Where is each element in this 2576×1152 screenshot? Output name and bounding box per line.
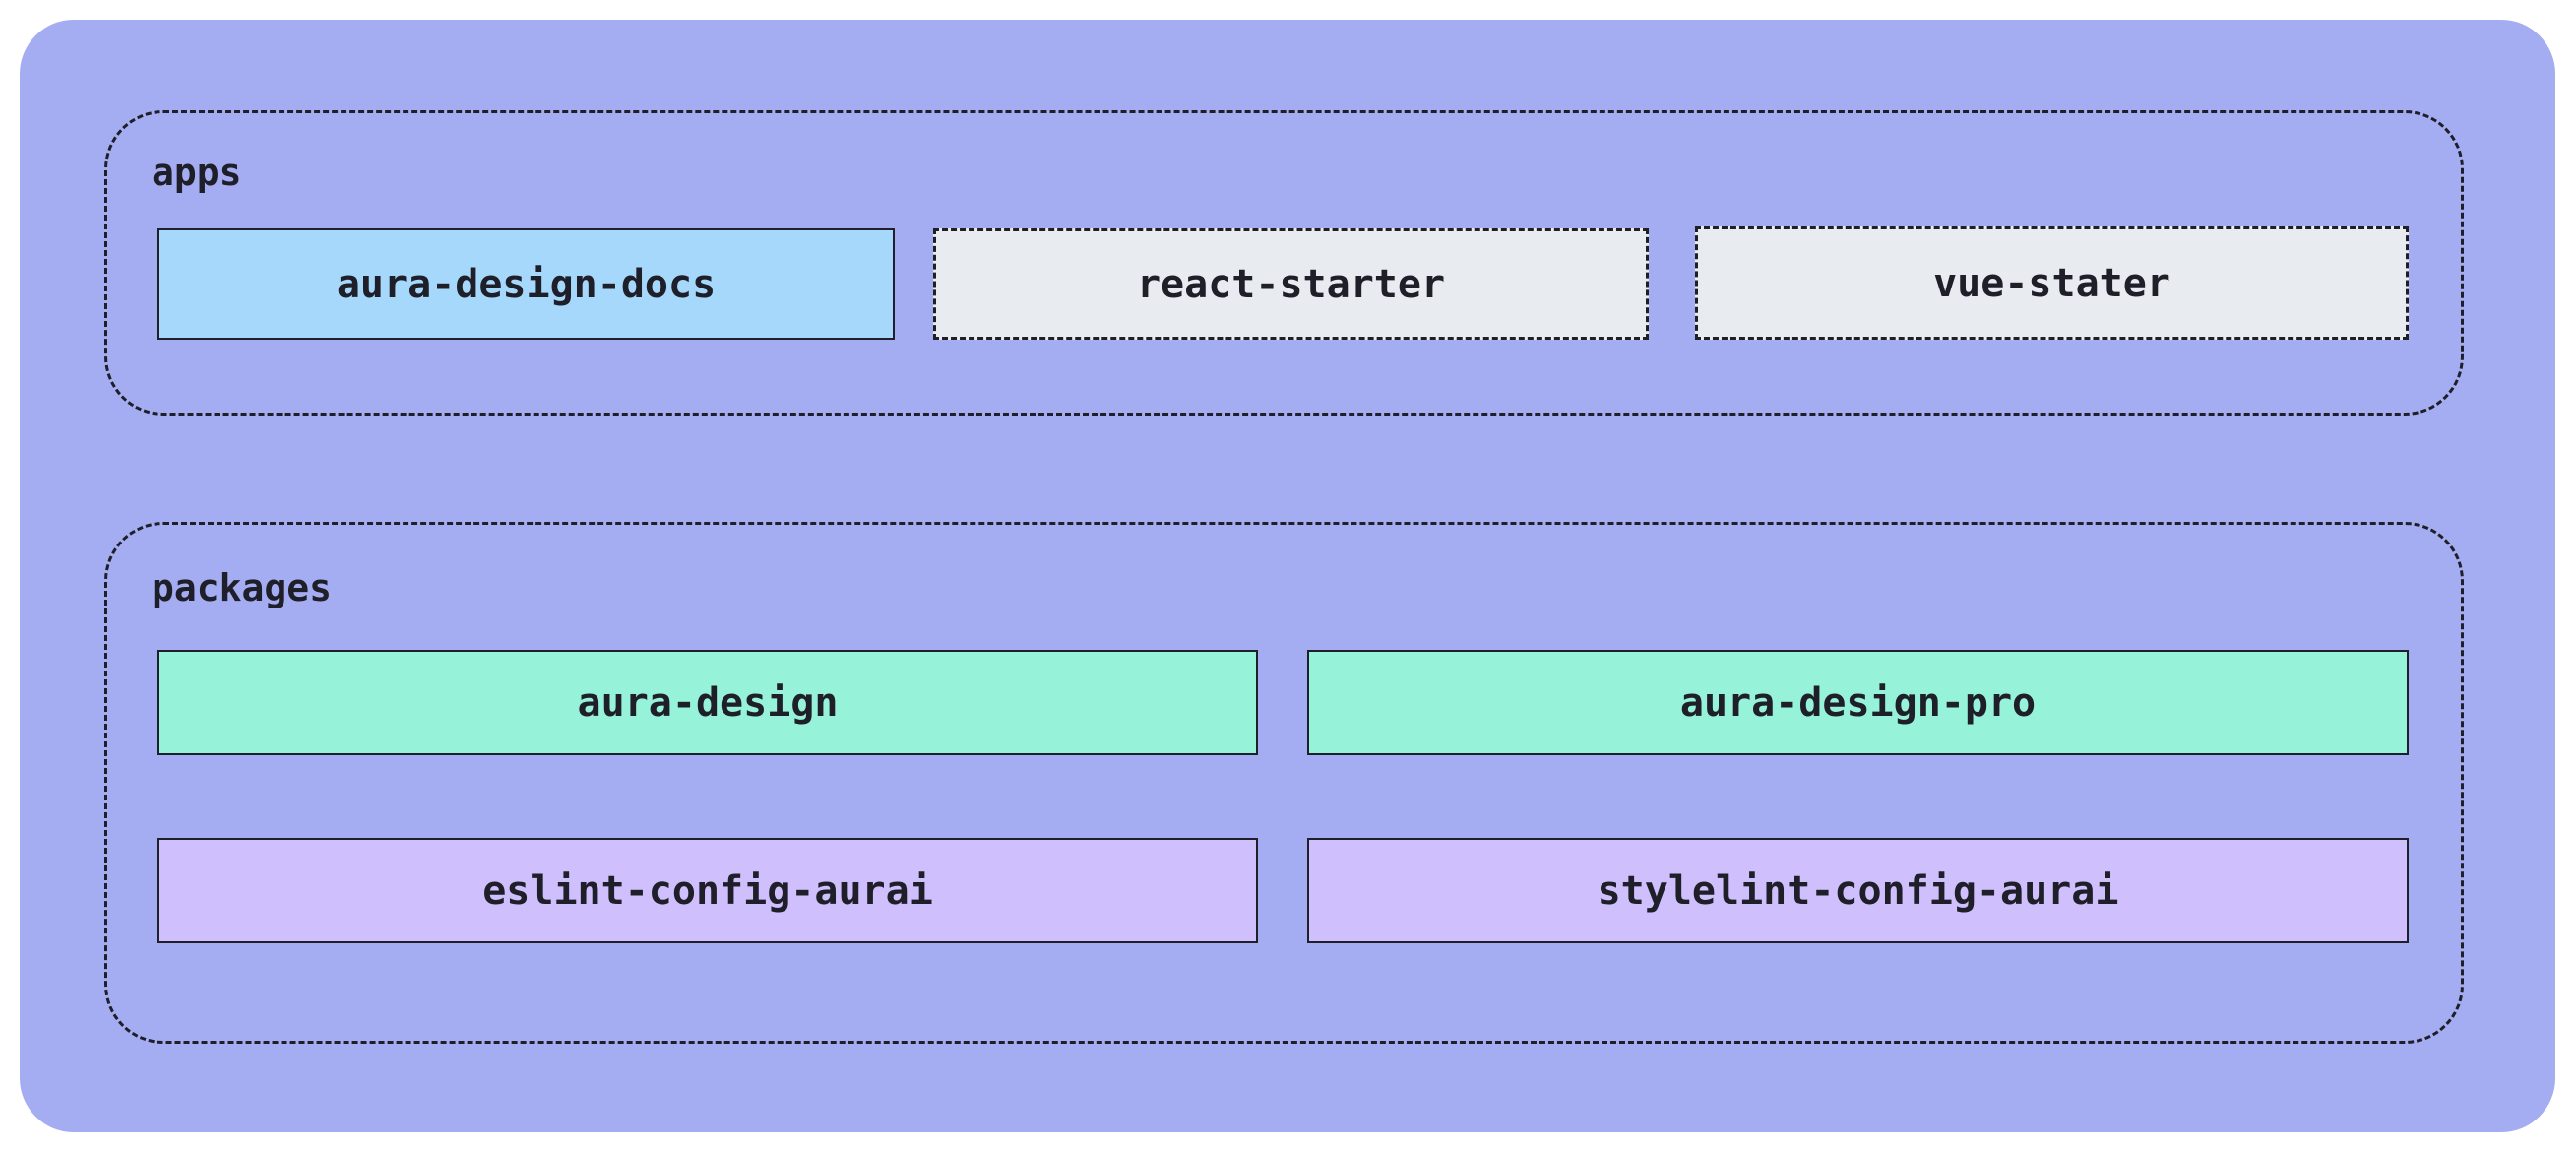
node-label: stylelint-config-aurai bbox=[1597, 867, 2119, 914]
group-label-packages: packages bbox=[152, 566, 333, 609]
node-eslint-config-aurai[interactable]: eslint-config-aurai bbox=[157, 838, 1258, 943]
node-react-starter[interactable]: react-starter bbox=[933, 228, 1649, 340]
node-label: vue-stater bbox=[1933, 260, 2170, 306]
node-aura-design-pro[interactable]: aura-design-pro bbox=[1307, 650, 2409, 755]
node-stylelint-config-aurai[interactable]: stylelint-config-aurai bbox=[1307, 838, 2409, 943]
node-label: eslint-config-aurai bbox=[482, 867, 933, 914]
node-vue-stater[interactable]: vue-stater bbox=[1695, 226, 2409, 340]
group-label-apps: apps bbox=[152, 151, 242, 194]
node-label: aura-design-pro bbox=[1679, 679, 2037, 726]
diagram-canvas: apps aura-design-docs react-starter vue-… bbox=[20, 20, 2555, 1132]
group-apps: apps bbox=[104, 110, 2464, 416]
group-packages: packages bbox=[104, 522, 2464, 1044]
node-label: aura-design bbox=[577, 679, 839, 726]
node-label: aura-design-docs bbox=[336, 261, 717, 307]
node-aura-design-docs[interactable]: aura-design-docs bbox=[157, 228, 895, 340]
node-label: react-starter bbox=[1136, 261, 1446, 307]
node-aura-design[interactable]: aura-design bbox=[157, 650, 1258, 755]
